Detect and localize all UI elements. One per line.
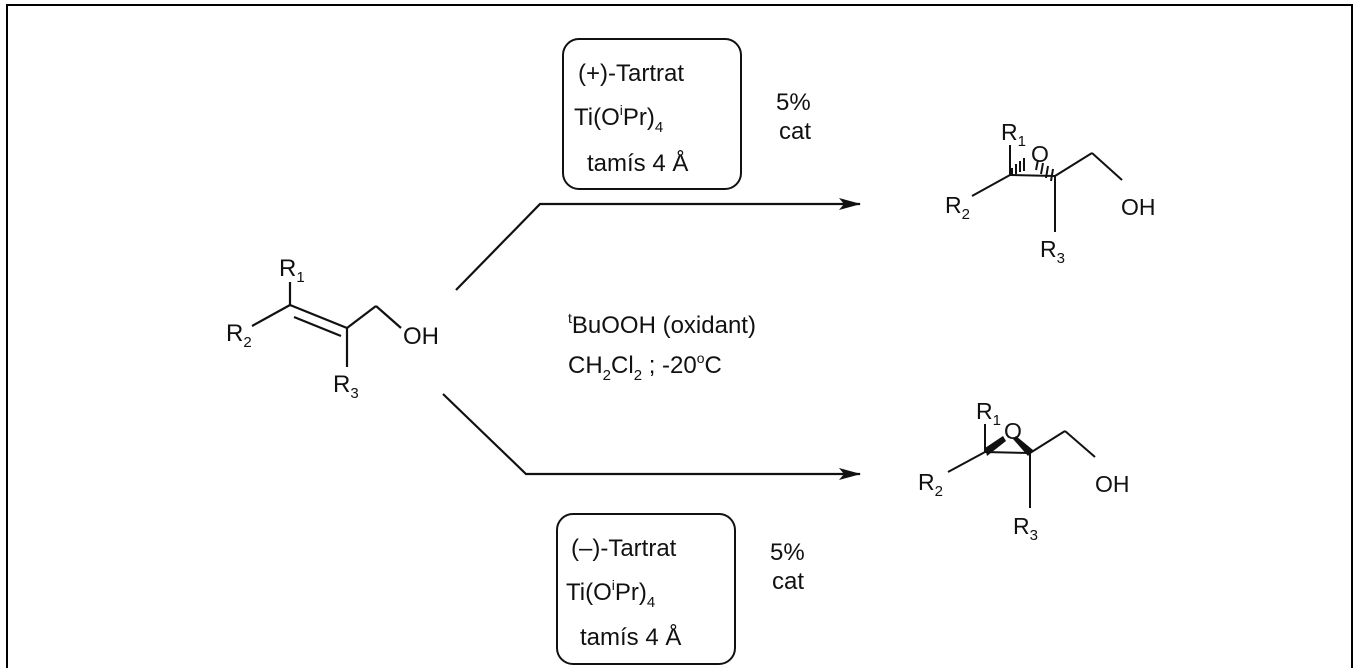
bond-c2-ch2: [1029, 430, 1066, 454]
top-product-oxygen-label: O: [1031, 141, 1049, 167]
bottom-reagent-box: [556, 513, 736, 665]
top-tartrate: (+)-Tartrat: [578, 60, 684, 87]
top-sieves: tamís 4 Å: [587, 149, 688, 177]
top-catalyst-word: cat: [779, 118, 811, 145]
bottom-catalyst-word: cat: [772, 568, 804, 595]
bond-c1-r2: [251, 304, 291, 327]
double-bond-inner: [293, 315, 342, 338]
arrow-top: [455, 198, 861, 291]
bond-c2-ch2: [1054, 152, 1093, 177]
bond-ch2-oh: [1091, 152, 1123, 181]
sm-oh-label: OH: [403, 323, 439, 350]
top-reagent-box: [562, 38, 742, 190]
top-product-oh-label: OH: [1121, 194, 1156, 220]
bottom-tartrate: (–)-Tartrat: [571, 535, 677, 562]
bottom-product-oh-label: OH: [1095, 471, 1130, 497]
bottom-product-oxygen-label: O: [1004, 418, 1022, 444]
bond-c1-r2: [971, 174, 1011, 197]
top-product-r2-label: R2: [945, 192, 970, 223]
bond-ch2-oh: [375, 305, 402, 329]
hashed-wedge-c1-o: [1011, 158, 1025, 176]
bond-ch2-oh: [1064, 430, 1096, 458]
bottom-product-r3-label: R3: [1013, 513, 1038, 544]
bottom-product: [947, 424, 1096, 508]
top-titanium: Ti(OiPr)4: [574, 102, 663, 136]
bottom-product-r2-label: R2: [918, 469, 943, 500]
top-product-r3-label: R3: [1040, 236, 1065, 267]
sm-r1-label: R1: [279, 255, 305, 286]
bottom-sieves: tamís 4 Å: [580, 623, 681, 651]
arrow-bottom: [442, 393, 861, 480]
solvent-temperature-label: CH2Cl2 ; -20oC: [568, 350, 722, 384]
bond-c2-ch2: [346, 305, 377, 329]
hashed-wedge-o-c2: [1035, 159, 1054, 182]
bottom-product-r1-label: R1: [976, 398, 1001, 429]
diagram-frame: [6, 4, 1353, 668]
double-bond-outer: [289, 303, 348, 330]
sm-r3-label: R3: [333, 371, 359, 402]
top-catalyst-amount: 5%: [776, 89, 811, 116]
bond-c1-c2: [1009, 174, 1056, 177]
bold-wedge-o-c2: [1013, 436, 1033, 456]
sm-r2-label: R2: [226, 320, 252, 351]
top-product: [971, 145, 1123, 232]
bond-c1-c2: [984, 451, 1031, 454]
bottom-titanium: Ti(OiPr)4: [566, 577, 655, 611]
starting-material: [251, 282, 402, 367]
bottom-catalyst-amount: 5%: [770, 539, 805, 566]
bond-c1-r2: [947, 451, 986, 473]
bold-wedge-c1-o: [985, 436, 1006, 456]
oxidant-label: tBuOOH (oxidant): [568, 310, 756, 339]
top-product-r1-label: R1: [1001, 119, 1026, 150]
